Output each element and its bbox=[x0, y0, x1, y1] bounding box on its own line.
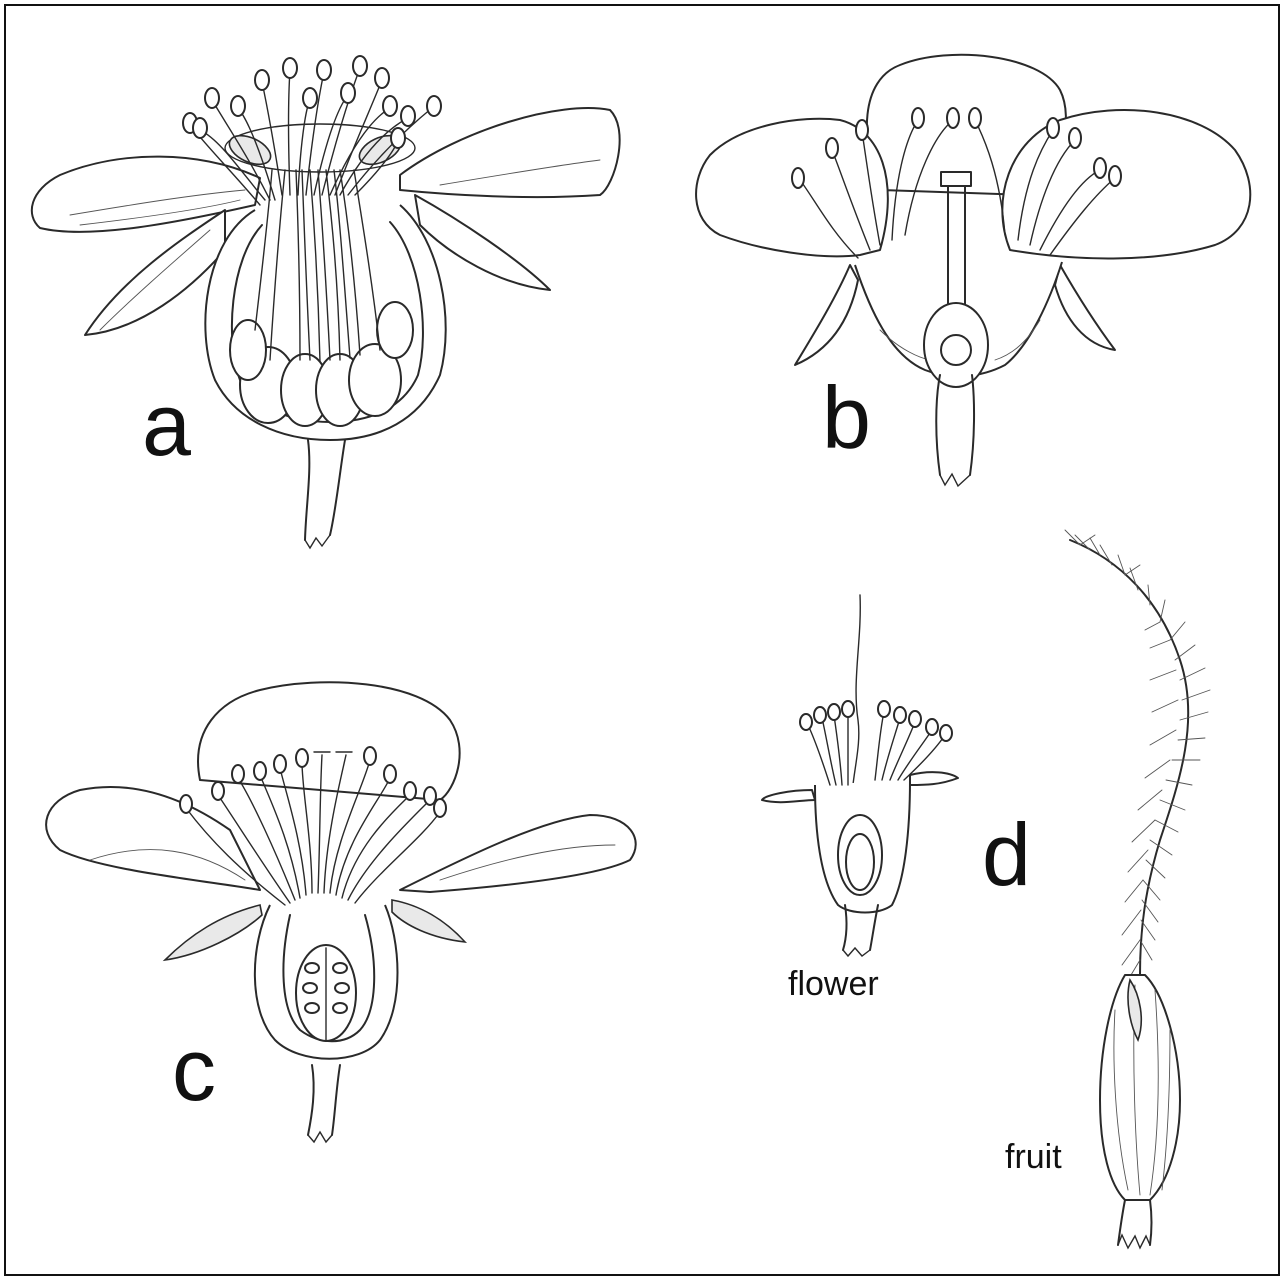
panel-b-right-sepal bbox=[1055, 265, 1115, 350]
panel-a-right-petal bbox=[400, 108, 620, 197]
panel-d-fruit-caption: fruit bbox=[1005, 1138, 1062, 1176]
panel-d-label: d bbox=[982, 805, 1031, 904]
panel-b-ovule bbox=[941, 335, 971, 365]
panel-d-flower-section: flower bbox=[762, 595, 958, 1003]
panel-b-pedicel bbox=[936, 375, 974, 475]
panel-a-pedicel bbox=[305, 440, 345, 540]
panel-d-left-lobe bbox=[762, 790, 815, 802]
panel-c-left-sepal bbox=[165, 905, 262, 960]
panel-c-right-sepal bbox=[392, 900, 465, 942]
panel-d-style bbox=[852, 595, 860, 810]
panel-a-flower-section: a bbox=[32, 56, 620, 548]
panel-c-left-petal bbox=[46, 787, 260, 890]
panel-b-label: b bbox=[822, 368, 871, 467]
fruit-plumes bbox=[1065, 530, 1210, 985]
panel-d-right-lobe bbox=[910, 772, 958, 785]
panel-b-stigma bbox=[941, 172, 971, 186]
panel-d-fruit: fruit bbox=[1005, 530, 1210, 1248]
panel-a-label: a bbox=[142, 375, 191, 474]
panel-a-anthers bbox=[183, 56, 441, 148]
panel-d-flower-caption: flower bbox=[788, 965, 879, 1003]
panel-c-flower-section: c bbox=[46, 682, 636, 1142]
panel-b-flower-section: b bbox=[696, 55, 1250, 486]
panel-c-label: c bbox=[172, 1020, 216, 1119]
panel-b-left-sepal bbox=[795, 265, 858, 365]
panel-d-anthers bbox=[800, 701, 952, 741]
panel-c-right-petal bbox=[400, 815, 636, 892]
panel-b-right-petal bbox=[1002, 110, 1250, 258]
panel-c-pedicel bbox=[308, 1065, 340, 1135]
